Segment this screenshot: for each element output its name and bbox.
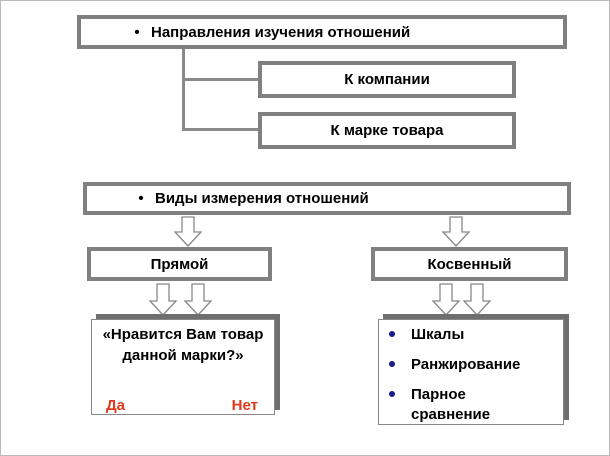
connector-to-brand <box>182 128 260 131</box>
list-item-label: Шкалы <box>411 326 465 343</box>
down-arrow-icon <box>462 283 492 316</box>
direct-box: Прямой <box>87 247 272 281</box>
brand-label: К марке товара <box>330 122 444 139</box>
indirect-methods-list: Шкалы Ранжирование Парное сравнение <box>387 325 531 435</box>
list-item: Парное сравнение <box>387 385 531 425</box>
direct-question-card: «Нравится Вам товар данной марки?» Да Не… <box>91 319 275 415</box>
bullet-icon <box>389 391 395 397</box>
indirect-box: Косвенный <box>371 247 568 281</box>
indirect-label: Косвенный <box>427 255 512 273</box>
answer-yes: Да <box>106 397 126 414</box>
measurement-title-box: • Виды измерения отношений <box>83 182 571 215</box>
brand-box: К марке товара <box>258 112 516 149</box>
connector-vertical <box>182 49 185 131</box>
list-item: Ранжирование <box>387 355 531 375</box>
bullet: • <box>134 23 140 41</box>
directions-title: Направления изучения отношений <box>151 23 411 41</box>
down-arrow-icon <box>173 216 203 247</box>
bullet: • <box>138 190 144 207</box>
connector-to-company <box>182 78 260 81</box>
bullet-icon <box>389 361 395 367</box>
direct-label: Прямой <box>150 255 209 273</box>
down-arrow-icon <box>148 283 178 316</box>
down-arrow-icon <box>183 283 213 316</box>
company-label: К компании <box>344 71 430 88</box>
measurement-title: Виды измерения отношений <box>155 190 369 207</box>
answer-no: Нет <box>231 397 258 414</box>
question-text: «Нравится Вам товар данной марки?» <box>102 326 264 364</box>
list-item-label: Парное сравнение <box>411 386 491 423</box>
company-box: К компании <box>258 61 516 98</box>
down-arrow-icon <box>441 216 471 247</box>
bullet-icon <box>389 331 395 337</box>
indirect-methods-card: Шкалы Ранжирование Парное сравнение <box>378 319 564 425</box>
list-item: Шкалы <box>387 325 531 345</box>
list-item-label: Ранжирование <box>411 356 521 373</box>
down-arrow-icon <box>431 283 461 316</box>
directions-title-box: • Направления изучения отношений <box>77 15 567 49</box>
